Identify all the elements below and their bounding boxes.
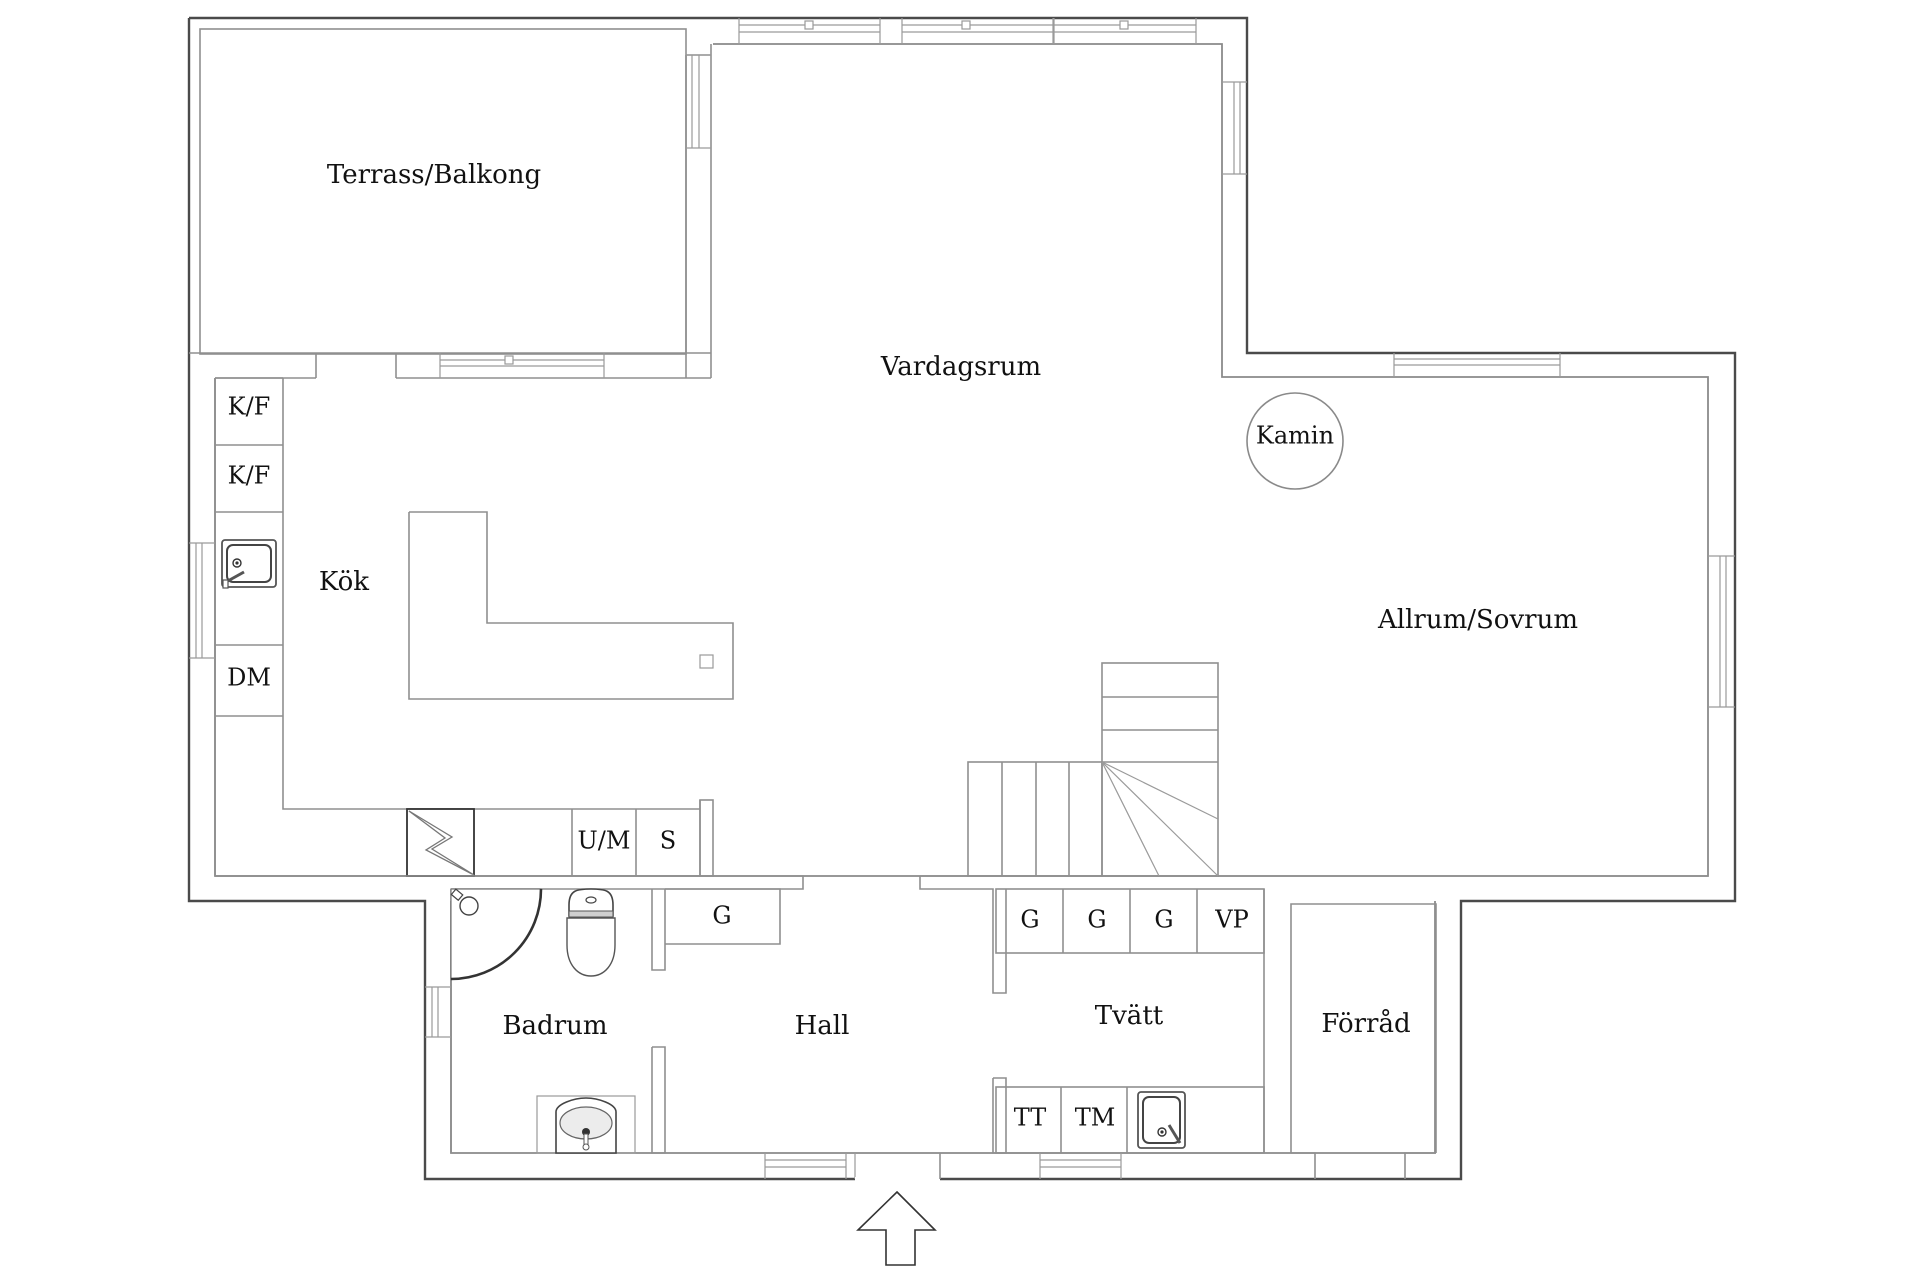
dishwasher: DM	[227, 664, 271, 692]
room-label-storage: Förråd	[1321, 1008, 1410, 1039]
svg-text:S: S	[660, 827, 676, 855]
washbasin-icon	[536, 1095, 636, 1154]
allrum-side-window	[1708, 555, 1735, 708]
svg-text:K/F: K/F	[228, 393, 271, 421]
svg-text:K/F: K/F	[228, 462, 271, 490]
entrance-opening	[855, 1153, 941, 1181]
kitchen-island	[408, 511, 734, 700]
svg-text:G: G	[1087, 906, 1106, 934]
bathroom-window	[425, 986, 451, 1038]
kitchen-counter-left	[214, 377, 700, 876]
exterior-walls	[187, 16, 1737, 1181]
staircase-icon	[967, 662, 1219, 877]
svg-text:G: G	[1020, 906, 1039, 934]
hall-window	[764, 1153, 856, 1179]
allrum-top-window	[1393, 353, 1561, 377]
room-label-family-bedroom: Allrum/Sovrum	[1377, 605, 1578, 635]
sink-icon	[1137, 1091, 1186, 1149]
interior-wall-hall-top	[215, 875, 1708, 994]
terrace-area	[189, 28, 712, 379]
cabinet-s: S	[660, 827, 676, 855]
storage-area	[1290, 903, 1437, 1179]
terrace-window	[439, 353, 605, 378]
fridge-freezer-2: K/F	[228, 462, 271, 490]
hall-wardrobe: G	[665, 888, 781, 945]
room-label-bathroom: Badrum	[502, 1011, 607, 1041]
svg-text:VP: VP	[1214, 906, 1248, 934]
entrance-arrow-icon	[856, 1190, 937, 1266]
laundry-area: G G G VP TT TM	[992, 888, 1265, 1154]
kitchen-window	[189, 542, 215, 659]
svg-text:DM: DM	[227, 664, 271, 692]
fridge-freezer-1: K/F	[228, 393, 271, 421]
svg-text:TT: TT	[1014, 1104, 1046, 1132]
svg-text:G: G	[712, 902, 731, 930]
toilet-icon	[566, 888, 616, 977]
electrical-panel-icon	[406, 808, 475, 877]
oven-microwave: U/M	[578, 827, 631, 855]
room-label-hall: Hall	[795, 1011, 850, 1041]
svg-text:TM: TM	[1075, 1104, 1116, 1132]
living-side-window	[1222, 81, 1247, 175]
shower-icon	[450, 888, 543, 981]
laundry-window	[1039, 1153, 1122, 1179]
room-label-terrace: Terrass/Balkong	[327, 160, 541, 190]
room-label-laundry: Tvätt	[1095, 1001, 1164, 1031]
room-label-living: Vardagsrum	[880, 352, 1041, 382]
living-top-windows	[738, 18, 1197, 44]
terrace-door	[686, 54, 711, 149]
svg-text:Kamin: Kamin	[1256, 422, 1334, 450]
room-label-kitchen: Kök	[319, 567, 369, 597]
svg-text:U/M: U/M	[578, 827, 631, 855]
svg-text:G: G	[1154, 906, 1173, 934]
sink-icon	[221, 539, 277, 589]
fireplace: Kamin	[1246, 392, 1344, 490]
